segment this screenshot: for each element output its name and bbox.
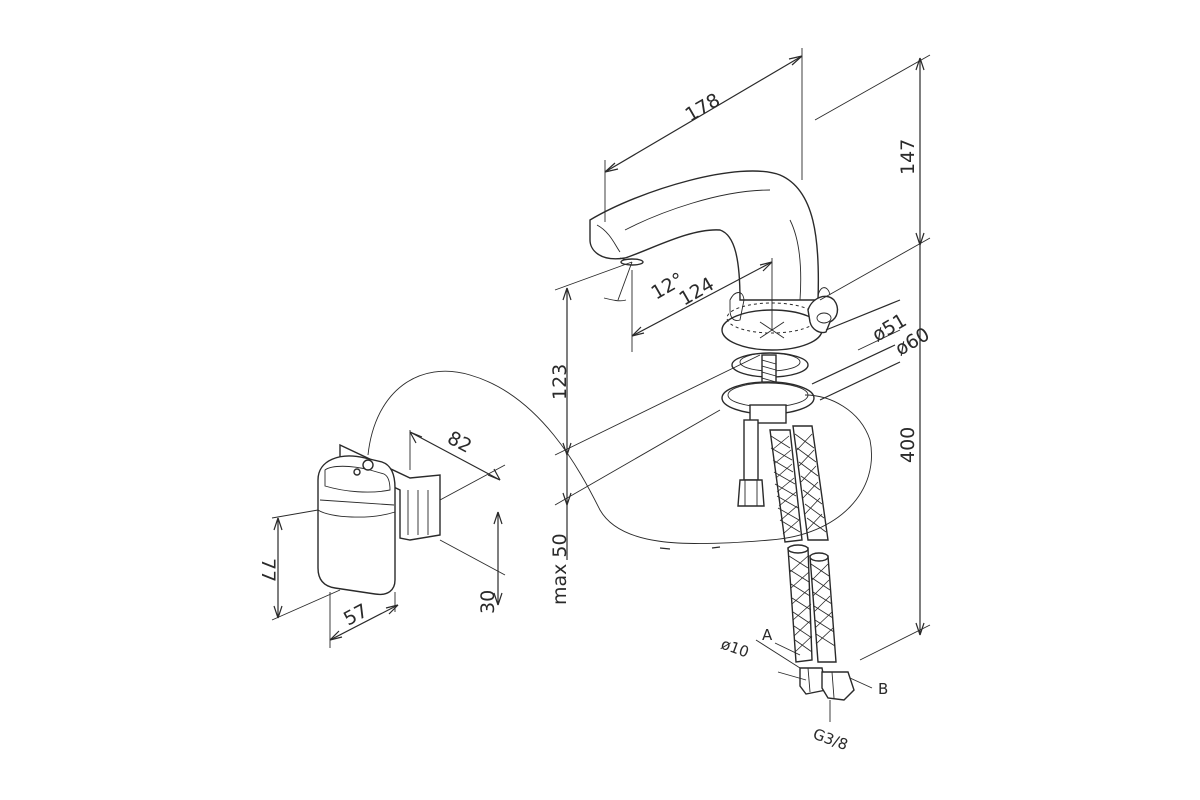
label-hose-a: A	[762, 626, 773, 644]
control-box	[317, 370, 872, 596]
label-30: 30	[477, 590, 499, 614]
label-147: 147	[897, 139, 919, 175]
label-hose-b: B	[878, 680, 888, 698]
label-thread: G3/8	[811, 725, 851, 754]
label-400: 400	[897, 427, 919, 463]
label-57: 57	[340, 600, 372, 631]
label-77: 77	[257, 558, 279, 582]
label-max-50: max 50	[549, 533, 571, 605]
dimension-lines	[271, 48, 931, 722]
label-123: 123	[549, 364, 571, 400]
label-10-diameter: ø10	[719, 635, 752, 662]
label-178: 178	[682, 89, 724, 126]
braided-hoses	[769, 425, 855, 701]
